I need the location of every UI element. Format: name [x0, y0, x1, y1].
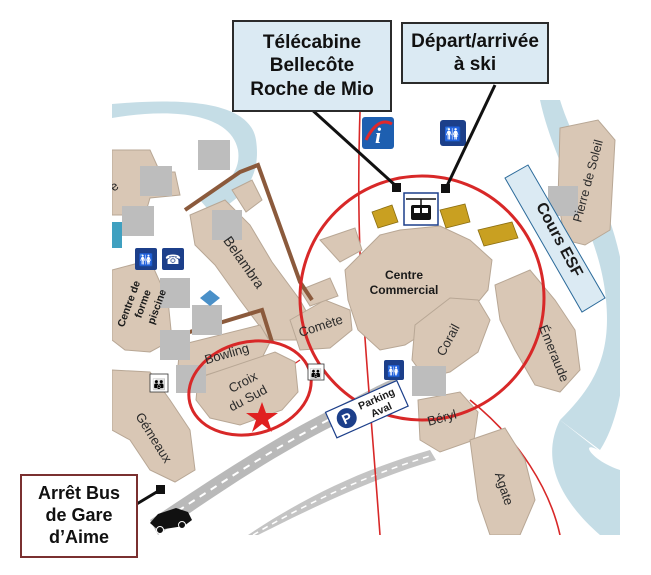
river-top-left — [112, 101, 257, 214]
phone-icon: ☎ — [162, 248, 184, 270]
pointer-bus-end — [156, 485, 165, 494]
info-icon-box — [362, 117, 394, 149]
callout-bus: Arrêt Bus de Gare d’Aime — [20, 474, 138, 558]
family-icon-glyph: 👪 — [310, 367, 322, 380]
lift-station-1 — [371, 204, 399, 229]
cours-esf-band-shape — [504, 164, 606, 313]
parking-icon — [336, 408, 357, 429]
car-wheel — [178, 521, 186, 529]
callout-telecabine-line-3: Roche de Mio — [250, 78, 374, 100]
toilet-icon: 🚻 — [440, 120, 466, 146]
family-icon-box — [149, 373, 169, 393]
road-lower-dashes — [252, 454, 434, 535]
car-wheel — [156, 526, 164, 534]
callout-bus-line-1: Arrêt Bus — [37, 483, 121, 504]
info-icon: i — [362, 117, 394, 149]
gray-box — [198, 140, 230, 170]
star-marker — [246, 402, 278, 432]
callout-depart: Départ/arrivée à ski — [401, 22, 549, 84]
label-beryl: Béryl — [426, 407, 459, 429]
building-upper-middle — [231, 179, 263, 213]
gray-box — [412, 366, 446, 396]
callout-bus-line-2: de Gare — [45, 505, 113, 526]
red-circle-centre — [298, 174, 546, 422]
gray-box — [212, 210, 242, 240]
pointer-depart — [444, 84, 497, 189]
family-icon: 👪 — [307, 363, 325, 381]
gondola-window — [414, 208, 420, 213]
callout-telecabine-line-1: Télécabine — [262, 32, 362, 54]
gray-boxes — [122, 140, 578, 396]
callout-depart-line-1: Départ/arrivée — [411, 30, 539, 52]
family-icon: 👪 — [149, 373, 169, 393]
info-icon-swoosh — [364, 120, 393, 141]
label-commercial: Commercial — [370, 283, 439, 297]
info-icon-glyph: i — [375, 123, 382, 148]
building-agate — [469, 427, 536, 535]
toilet-icon-box — [440, 120, 466, 146]
blue-diamond — [112, 222, 122, 248]
gray-box — [160, 278, 190, 308]
ski-track-2 — [469, 399, 561, 535]
family-icon-box — [307, 363, 325, 381]
pointer-bus — [134, 488, 161, 507]
pointer-depart-end — [441, 184, 450, 193]
label-edge: e — [106, 178, 121, 194]
lift-stations — [371, 203, 519, 247]
gondola-window — [422, 208, 428, 213]
toilet-icon-glyph: 🚻 — [387, 365, 401, 378]
building-croix-sud — [195, 351, 299, 426]
callout-telecabine: Télécabine Bellecôte Roche de Mio — [232, 20, 392, 112]
lift-station-2 — [439, 203, 471, 229]
family-icon-glyph: 👪 — [152, 378, 166, 391]
toilet-icon-box — [384, 360, 404, 380]
callout-depart-line-2: à ski — [453, 54, 497, 75]
car-icon — [150, 508, 192, 534]
brown-boundary — [183, 162, 314, 302]
building-small-a — [319, 227, 363, 263]
gondola-icon — [403, 192, 439, 226]
blue-diamond — [200, 290, 220, 306]
river-bottom-right — [552, 420, 620, 535]
pointer-telecabine-end — [392, 183, 401, 192]
callout-telecabine-line-2: Bellecôte — [269, 55, 355, 77]
toilet-icon: 🚻 — [384, 360, 404, 380]
gray-box — [122, 206, 154, 236]
gray-box — [160, 330, 190, 360]
gray-box — [192, 305, 222, 335]
phone-icon-glyph: ☎ — [165, 253, 181, 268]
toilet-icon-glyph: 🚻 — [444, 126, 461, 143]
road-lower — [248, 450, 436, 535]
toilet-icon: 🚻 — [135, 248, 157, 270]
toilet-icon-box — [135, 248, 157, 270]
toilet-icon-glyph: 🚻 — [139, 253, 154, 267]
phone-icon-box — [162, 248, 184, 270]
gray-box — [140, 166, 172, 196]
parking-sign: P Parking Aval — [324, 379, 409, 439]
lift-station-3 — [477, 221, 519, 247]
pointer-telecabine — [308, 106, 398, 188]
label-centre: Centre — [385, 268, 423, 282]
callout-bus-line-3: d’Aime — [48, 526, 109, 547]
